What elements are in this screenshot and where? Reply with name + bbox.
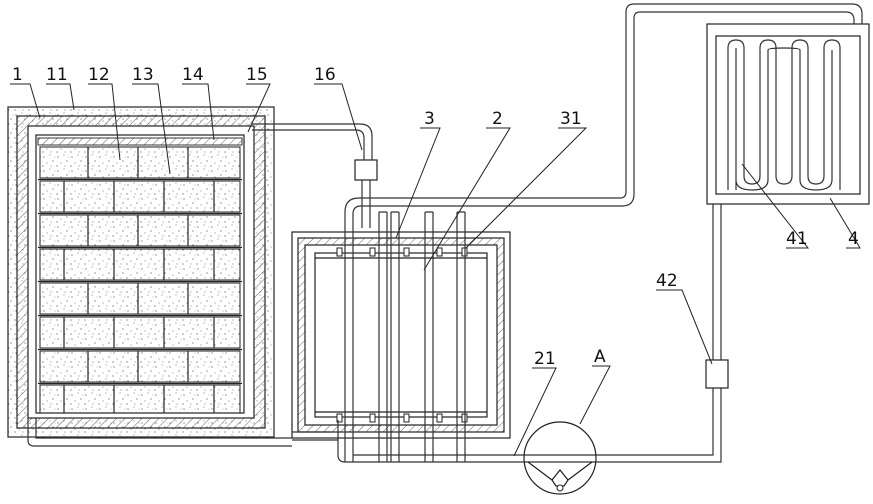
brick-row <box>40 181 240 212</box>
label-2: 2 <box>492 109 503 129</box>
label-14: 14 <box>182 65 204 85</box>
brick-row <box>40 215 240 246</box>
label-11: 11 <box>46 65 68 85</box>
leader-31 <box>466 128 586 248</box>
leader-21 <box>514 368 556 456</box>
label-1: 1 <box>12 65 23 85</box>
label-31: 31 <box>560 109 582 129</box>
brick-row <box>40 147 240 178</box>
leader-42 <box>656 290 712 364</box>
detail-a <box>524 422 596 494</box>
brick-rows <box>38 147 242 413</box>
top-plate <box>38 138 242 145</box>
leader-16 <box>314 84 362 150</box>
label-21: 21 <box>534 349 556 369</box>
label-13: 13 <box>132 65 154 85</box>
brick-row <box>40 283 240 314</box>
label-16: 16 <box>314 65 336 85</box>
label-42: 42 <box>656 271 678 291</box>
nozzle-tip <box>557 485 563 491</box>
label-12: 12 <box>88 65 110 85</box>
pipe-valve42-up <box>713 204 721 360</box>
brick-row <box>40 317 240 348</box>
pipe-valve16-down <box>362 180 370 228</box>
pipe-right-return <box>500 380 721 462</box>
condenser <box>707 24 869 204</box>
nozzle <box>528 462 592 486</box>
brick-row <box>40 385 240 413</box>
condenser-inner <box>716 36 860 194</box>
detail-circle <box>524 422 596 494</box>
brick-row <box>40 351 240 382</box>
storage-tank <box>8 107 274 437</box>
label-4: 4 <box>848 229 859 249</box>
label-A: A <box>594 347 606 367</box>
exchanger-chamber <box>315 253 487 417</box>
leader-A <box>580 366 610 424</box>
valve-16 <box>355 160 377 180</box>
label-41: 41 <box>786 229 808 249</box>
brick-row <box>40 249 240 280</box>
valve-42 <box>706 360 728 388</box>
leader-11 <box>46 84 74 110</box>
label-3: 3 <box>424 109 435 129</box>
label-15: 15 <box>246 65 268 85</box>
heat-exchanger <box>292 212 510 462</box>
